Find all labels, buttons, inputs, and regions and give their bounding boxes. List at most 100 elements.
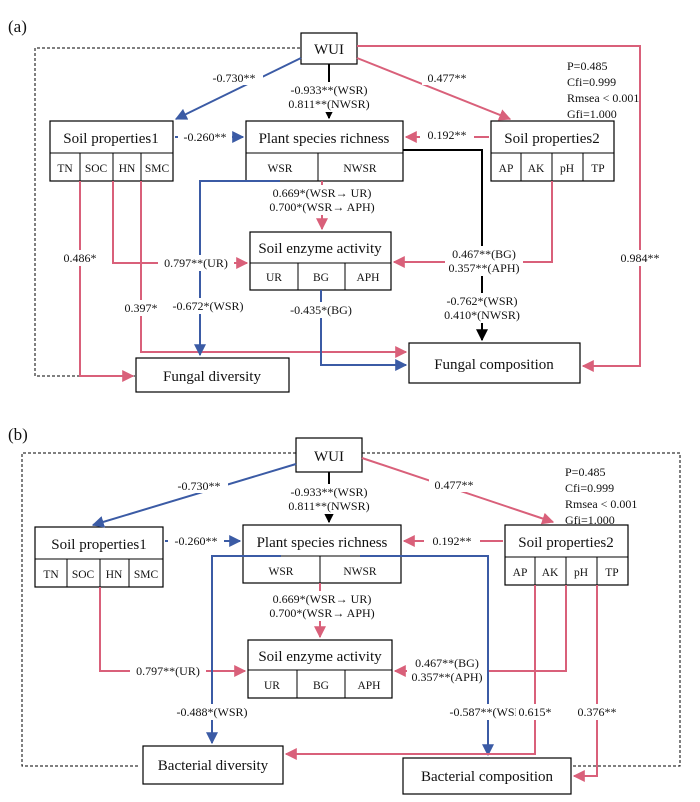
a-arrow-richness-diversity <box>194 180 280 357</box>
a-label-soil1-enzyme: 0.797**(UR) <box>164 256 228 270</box>
a-soil1-cell-hn: HN <box>119 163 136 175</box>
a-node-wui: WUI <box>300 32 358 65</box>
a-label-soil2-richness: 0.192** <box>428 128 467 142</box>
a-label-wui-soil1: -0.730** <box>213 71 256 85</box>
b-stat-rmsea: Rmsea < 0.001 <box>565 497 637 511</box>
a-soil2-cell-tp: TP <box>591 163 604 175</box>
b-label-soil1-enzyme: 0.797**(UR) <box>136 664 200 678</box>
a-enzyme-title: Soil enzyme activity <box>258 241 382 257</box>
b-label-richness-diversity: -0.488*(WSR) <box>177 705 248 719</box>
b-label-richness-enzyme-1: 0.669*(WSR→ UR) <box>273 592 372 606</box>
b-label-soil2-enzyme-2: 0.357**(APH) <box>412 670 483 684</box>
b-arrow-richness-diversity <box>206 555 281 745</box>
a-label-richness-composition-1: -0.762*(WSR) <box>447 294 518 308</box>
b-enzyme-cell-bg: BG <box>313 680 329 692</box>
a-label-soil2-enzyme-2: 0.357**(APH) <box>449 261 520 275</box>
b-wui-label: WUI <box>314 449 344 465</box>
a-node-plant-species-richness: Plant species richness WSR NWSR <box>245 120 404 182</box>
a-soil2-cell-ph: pH <box>560 163 574 175</box>
b-node-bacterial-diversity: Bacterial diversity <box>142 745 284 785</box>
b-richness-cell-nwsr: NWSR <box>343 566 377 578</box>
a-edge-labels: -0.730** -0.933**(WSR) 0.811**(NWSR) 0.4… <box>60 69 668 323</box>
b-label-soil2-enzyme-1: 0.467**(BG) <box>415 656 479 670</box>
a-arrow-soil1-diversity <box>79 181 135 382</box>
panel-b-label: (b) <box>8 425 28 444</box>
b-label-soil2-composition: 0.376** <box>578 705 617 719</box>
b-soil2-cell-tp: TP <box>605 567 618 579</box>
a-richness-cell-nwsr: NWSR <box>343 163 377 175</box>
a-arrow-soil1-enzyme <box>112 181 249 269</box>
b-stat-cfi: Cfi=0.999 <box>565 481 614 495</box>
b-soil2-title: Soil properties2 <box>518 535 613 551</box>
a-richness-title: Plant species richness <box>259 131 390 147</box>
panel-b: (b) WUI Soil properties1 TN SOC HN SMC <box>8 425 681 795</box>
a-stat-cfi: Cfi=0.999 <box>567 75 616 89</box>
b-soil1-cell-smc: SMC <box>134 569 159 581</box>
panel-a-label: (a) <box>8 17 27 36</box>
b-soil1-cell-tn: TN <box>43 569 59 581</box>
a-label-soil1-richness: -0.260** <box>184 130 227 144</box>
b-richness-title: Plant species richness <box>257 535 388 551</box>
a-soil2-cell-ap: AP <box>499 163 514 175</box>
a-enzyme-cell-aph: APH <box>356 272 379 284</box>
b-label-soil1-richness: -0.260** <box>175 534 218 548</box>
a-arrow-soil1-composition <box>140 181 408 358</box>
b-soil2-cell-ph: pH <box>574 567 588 579</box>
a-soil1-cell-tn: TN <box>57 163 73 175</box>
b-enzyme-cell-ur: UR <box>264 680 280 692</box>
b-soil1-cell-hn: HN <box>106 569 123 581</box>
a-label-richness-enzyme-1: 0.669*(WSR→ UR) <box>273 186 372 200</box>
b-node-plant-species-richness: Plant species richness WSR NWSR <box>242 524 402 584</box>
b-arrow-soil2-composition <box>572 585 598 782</box>
a-richness-cell-wsr: WSR <box>268 163 293 175</box>
a-enzyme-cell-bg: BG <box>313 272 329 284</box>
a-label-soil2-enzyme-1: 0.467**(BG) <box>452 247 516 261</box>
a-label-wui-composition: 0.984** <box>621 251 660 265</box>
b-label-richness-composition: -0.587**(WSR) <box>450 705 527 719</box>
a-label-wui-richness-2: 0.811**(NWSR) <box>288 97 369 111</box>
b-enzyme-title: Soil enzyme activity <box>258 649 382 665</box>
a-arrow-richness-composition <box>403 149 488 342</box>
a-label-enzyme-composition: -0.435*(BG) <box>290 303 352 317</box>
a-label-soil1-diversity: 0.486* <box>64 251 97 265</box>
b-label-wui-soil2: 0.477** <box>435 478 474 492</box>
b-dashed-wui-composition-line <box>362 452 681 767</box>
a-soil1-title: Soil properties1 <box>63 131 158 147</box>
a-stat-p: P=0.485 <box>567 59 607 73</box>
a-soil1-cell-soc: SOC <box>85 163 108 175</box>
b-label-wui-richness-2: 0.811**(NWSR) <box>288 499 369 513</box>
b-arrow-richness-composition <box>360 555 494 757</box>
b-enzyme-cell-aph: APH <box>357 680 380 692</box>
a-diversity-title: Fungal diversity <box>163 369 261 385</box>
b-arrow-soil2-diversity <box>284 585 536 760</box>
b-diversity-title: Bacterial diversity <box>158 758 269 774</box>
b-arrow-soil1-enzyme <box>99 587 247 677</box>
a-label-wui-richness-1: -0.933**(WSR) <box>291 83 368 97</box>
a-enzyme-cell-ur: UR <box>266 272 282 284</box>
b-soil2-cell-ap: AP <box>513 567 528 579</box>
b-fit-statistics: P=0.485 Cfi=0.999 Rmsea < 0.001 Gfi=1.00… <box>565 465 637 527</box>
b-node-soil-enzyme-activity: Soil enzyme activity UR BG APH <box>247 639 393 699</box>
a-node-soil-properties1: Soil properties1 TN SOC HN SMC <box>49 120 174 182</box>
b-stat-gfi: Gfi=1.000 <box>565 513 615 527</box>
a-soil1-cell-smc: SMC <box>145 163 170 175</box>
b-soil1-cell-soc: SOC <box>72 569 95 581</box>
a-arrow-enzyme-composition <box>320 290 408 371</box>
b-label-wui-soil1: -0.730** <box>178 479 221 493</box>
b-arrow-wui-soil1 <box>91 463 297 528</box>
a-label-richness-composition-2: 0.410*(NWSR) <box>444 308 520 322</box>
a-node-fungal-diversity: Fungal diversity <box>135 357 290 393</box>
b-soil2-cell-ak: AK <box>542 567 559 579</box>
a-node-fungal-composition: Fungal composition <box>408 342 581 384</box>
b-soil1-title: Soil properties1 <box>51 537 146 553</box>
b-dashed-wui-diversity-line <box>21 452 296 767</box>
a-arrow-wui-soil2 <box>356 57 512 121</box>
a-composition-title: Fungal composition <box>434 357 554 373</box>
a-arrow-wui-soil1 <box>174 57 302 120</box>
b-edge-labels: -0.730** -0.933**(WSR) 0.811**(NWSR) 0.4… <box>130 476 621 720</box>
a-soil2-title: Soil properties2 <box>504 131 599 147</box>
b-label-wui-richness-1: -0.933**(WSR) <box>291 485 368 499</box>
a-label-soil1-composition: 0.397* <box>125 301 158 315</box>
